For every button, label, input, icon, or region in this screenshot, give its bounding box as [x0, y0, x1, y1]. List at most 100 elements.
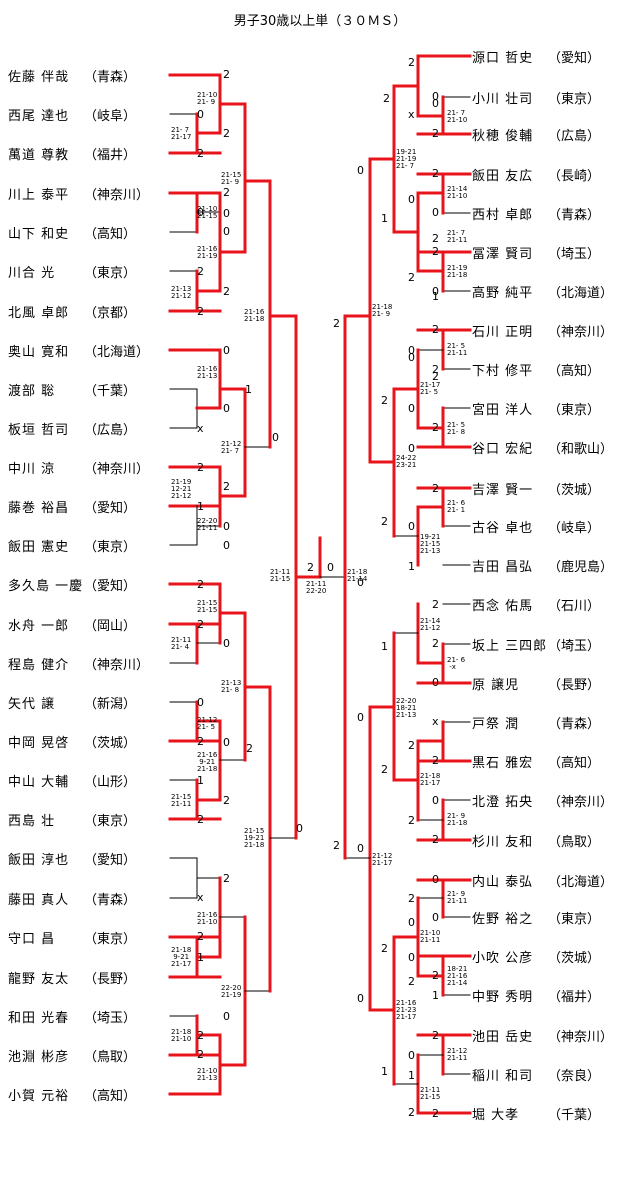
player-pref: （愛知） — [84, 501, 137, 516]
set-result: 2 — [432, 1029, 439, 1042]
set-result: 2 — [197, 305, 204, 318]
set-result: 0 — [432, 873, 439, 886]
player-name: 池淵 彬彦 — [8, 1050, 70, 1065]
set-result: 2 — [223, 127, 230, 140]
left-player-3: 萬道 尊教（福井） — [8, 144, 136, 163]
right-player-18: 戸祭 潤（青森） — [472, 713, 600, 732]
right-player-20: 北澄 拓央（神奈川） — [472, 791, 613, 810]
match-score: 21-15 21- 9 — [221, 171, 242, 186]
match-score: 21-12 21- 5 — [197, 716, 218, 731]
match-score: 21-11 21- 4 — [171, 636, 192, 651]
left-player-14: 多久島 一慶（愛知） — [8, 575, 136, 594]
match-score: 22-20 21-19 — [221, 984, 242, 999]
player-pref: （神奈川） — [84, 462, 150, 477]
set-result: 0 — [357, 576, 364, 589]
set-result: 2 — [432, 969, 439, 982]
left-player-27: 小賀 元裕（高知） — [8, 1085, 136, 1104]
set-result: 0 — [223, 344, 230, 357]
left-player-1: 佐藤 伴哉（青森） — [8, 66, 136, 85]
player-pref: （茨城） — [84, 736, 137, 751]
match-score: 22-20 18-21 21-13 — [396, 697, 417, 719]
player-pref: （鳥取） — [84, 1050, 137, 1065]
player-name: 佐野 裕之 — [472, 912, 534, 927]
set-result: 0 — [432, 90, 439, 103]
player-name: 北澄 拓央 — [472, 795, 534, 810]
set-result: 2 — [333, 317, 340, 330]
left-player-16: 程島 健介（神奈川） — [8, 654, 149, 673]
player-pref: （東京） — [84, 932, 137, 947]
player-pref: （愛知） — [84, 579, 137, 594]
match-score: 21-11 22-20 — [306, 580, 327, 595]
player-pref: （岡山） — [84, 619, 137, 634]
set-result: 2 — [432, 363, 439, 376]
set-result: 0 — [408, 442, 415, 455]
match-score: 21-19 21-18 — [447, 264, 468, 279]
set-result: 1 — [197, 500, 204, 513]
set-result: 2 — [381, 515, 388, 528]
left-player-8: 奥山 寛和（北海道） — [8, 341, 149, 360]
player-pref: （東京） — [548, 92, 601, 107]
left-player-7: 北風 卓郎（京都） — [8, 302, 136, 321]
set-result: 1 — [245, 383, 252, 396]
right-player-17: 原 譲児（長野） — [472, 674, 600, 693]
match-score: 21-12 21-11 — [447, 1047, 468, 1062]
match-score: 21-16 21-18 — [244, 308, 265, 323]
player-pref: （東京） — [84, 814, 137, 829]
player-name: 板垣 哲司 — [8, 423, 70, 438]
right-player-16: 坂上 三四郎（埼玉） — [472, 635, 600, 654]
player-pref: （長野） — [548, 678, 601, 693]
left-player-13: 飯田 憲史（東京） — [8, 536, 136, 555]
player-pref: （東京） — [84, 266, 137, 281]
set-result: 0 — [432, 285, 439, 298]
player-pref: （神奈川） — [84, 658, 150, 673]
set-result: 1 — [432, 290, 439, 303]
player-name: 中川 涼 — [8, 462, 56, 477]
player-pref: （岐阜） — [84, 109, 137, 124]
left-player-23: 守口 昌（東京） — [8, 928, 136, 947]
player-pref: （神奈川） — [548, 325, 614, 340]
set-result: 2 — [432, 370, 439, 383]
player-pref: （青森） — [84, 893, 137, 908]
player-name: 谷口 宏紀 — [472, 442, 534, 457]
match-score: 21-14 21-12 — [420, 617, 441, 632]
set-result: 2 — [432, 833, 439, 846]
player-name: 中岡 晃啓 — [8, 736, 70, 751]
match-score: 21-16 21-13 — [197, 365, 218, 380]
player-name: 飯田 友広 — [472, 169, 534, 184]
set-result: 2 — [381, 763, 388, 776]
set-result: 2 — [197, 461, 204, 474]
player-pref: （東京） — [84, 540, 137, 555]
set-result: 0 — [408, 402, 415, 415]
match-score: 21- 9 21-11 — [447, 890, 468, 905]
player-pref: （神奈川） — [548, 1030, 614, 1045]
player-name: 坂上 三四郎 — [472, 639, 548, 654]
player-name: 佐藤 伴哉 — [8, 70, 70, 85]
set-result: x — [432, 715, 439, 728]
set-result: 0 — [327, 561, 334, 574]
player-pref: （茨城） — [548, 951, 601, 966]
set-result: x — [197, 422, 204, 435]
right-player-15: 西念 佑馬（石川） — [472, 595, 600, 614]
set-result: 2 — [307, 561, 314, 574]
player-name: 下村 修平 — [472, 364, 534, 379]
set-result: 2 — [432, 598, 439, 611]
set-result: 0 — [296, 822, 303, 835]
match-score: 21- 5 21- 8 — [447, 421, 466, 436]
set-result: 2 — [432, 127, 439, 140]
left-player-20: 西島 壮（東京） — [8, 810, 136, 829]
player-pref: （鳥取） — [548, 835, 601, 850]
right-player-9: 下村 修平 （高知） — [472, 360, 600, 379]
set-result: 0 — [432, 206, 439, 219]
left-player-26: 池淵 彬彦 （鳥取） — [8, 1046, 136, 1065]
left-player-18: 中岡 晃啓 （茨城） — [8, 732, 136, 751]
player-name: 中山 大輔 — [8, 775, 70, 790]
set-result: 0 — [223, 539, 230, 552]
player-pref: （高知） — [548, 364, 601, 379]
player-name: 池田 岳史 — [472, 1030, 534, 1045]
set-result: 0 — [223, 1010, 230, 1023]
match-score: 21-10 21-13 — [197, 1067, 218, 1082]
set-result: 2 — [381, 394, 388, 407]
match-score: 21-16 21-23 21-17 — [396, 999, 417, 1021]
match-score: 21-18 21-17 — [420, 772, 441, 787]
